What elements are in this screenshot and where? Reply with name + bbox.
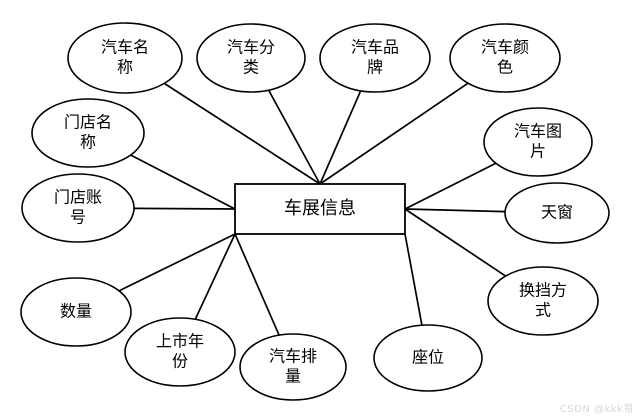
- attribute-node-座位[interactable]: 座位: [373, 324, 483, 392]
- attribute-label: 类: [243, 58, 259, 77]
- attribute-label: 式: [535, 301, 551, 320]
- attribute-ellipse: [373, 324, 483, 392]
- attribute-ellipse: [196, 23, 306, 93]
- attribute-ellipse: [487, 266, 599, 336]
- entity-node-车展信息[interactable]: 车展信息: [234, 183, 406, 235]
- attribute-ellipse: [21, 173, 135, 243]
- attribute-label: 称: [80, 133, 96, 152]
- attribute-label: 汽车名: [101, 38, 149, 57]
- attribute-ellipse: [504, 182, 610, 244]
- attribute-node-天窗[interactable]: 天窗: [504, 182, 610, 244]
- attribute-label: 片: [530, 142, 546, 161]
- edge-天窗: [404, 208, 506, 213]
- edge-座位: [404, 233, 423, 326]
- attribute-label: 天窗: [541, 203, 573, 222]
- attribute-label: 称: [117, 58, 133, 77]
- attribute-label: 汽车排: [269, 347, 317, 366]
- attribute-ellipse: [483, 107, 593, 177]
- attribute-ellipse: [67, 22, 183, 94]
- edge-汽车排量: [234, 233, 280, 336]
- edge-上市年份: [194, 233, 236, 320]
- attribute-ellipse: [124, 317, 236, 387]
- edge-换挡方式: [404, 208, 507, 277]
- edge-layer: [118, 82, 507, 336]
- csdn-watermark: CSDN @kkk哥: [559, 404, 634, 415]
- attribute-label: 数量: [60, 302, 92, 321]
- attribute-label: 份: [172, 352, 188, 371]
- attribute-label: 汽车颜: [481, 38, 529, 57]
- node-layer: 汽车名称汽车分类汽车品牌汽车颜色门店名称门店账号汽车图片天窗换挡方式数量上市年份…: [20, 22, 610, 401]
- attribute-ellipse: [20, 277, 132, 347]
- attribute-ellipse: [319, 23, 431, 93]
- edge-门店账号: [133, 207, 236, 210]
- attribute-label: 量: [285, 367, 301, 386]
- entity-label: 车展信息: [284, 198, 356, 219]
- edge-汽车品牌: [319, 90, 362, 185]
- attribute-ellipse: [31, 98, 145, 168]
- edge-数量: [118, 233, 236, 292]
- attribute-ellipse: [239, 333, 347, 401]
- attribute-label: 色: [497, 58, 513, 77]
- edge-门店名称: [130, 154, 236, 210]
- edge-汽车图片: [404, 162, 497, 210]
- attribute-label: 汽车分: [227, 38, 275, 57]
- attribute-node-数量[interactable]: 数量: [20, 277, 132, 347]
- attribute-label: 汽车品: [351, 38, 399, 57]
- edge-汽车名称: [163, 82, 321, 185]
- attribute-label: 汽车图: [514, 122, 562, 141]
- attribute-ellipse: [449, 23, 561, 93]
- edge-汽车分类: [267, 89, 321, 185]
- edge-汽车颜色: [319, 82, 469, 185]
- attribute-label: 座位: [412, 348, 444, 367]
- attribute-label: 门店账: [54, 188, 102, 207]
- attribute-label: 号: [70, 208, 86, 227]
- attribute-label: 牌: [367, 58, 383, 77]
- attribute-label: 门店名: [64, 113, 112, 132]
- attribute-label: 换挡方: [519, 281, 567, 300]
- entity-rectangle: [234, 183, 406, 235]
- attribute-label: 上市年: [156, 332, 204, 351]
